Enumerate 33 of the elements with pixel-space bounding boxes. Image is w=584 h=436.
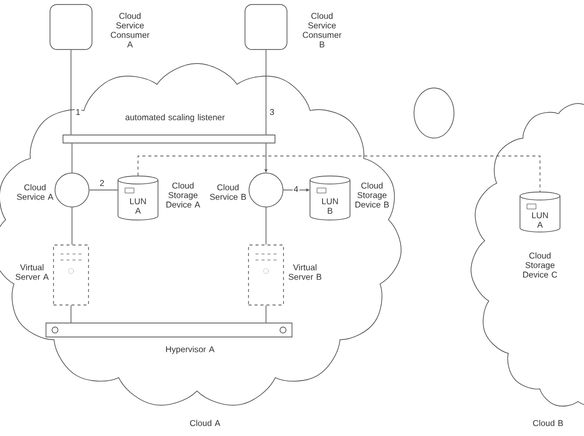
node-label: Cloud Service Consumer B (302, 12, 342, 48)
storage-cylinder: LUN A Cloud Storage Device A (118, 176, 200, 220)
node-label: LUN B (322, 198, 338, 214)
node-label: LUN A (130, 198, 146, 214)
storage-cylinder: LUN B Cloud Storage Device B (310, 176, 389, 220)
node-label: Cloud Service B (210, 184, 246, 200)
edge-label: 2 (98, 179, 106, 187)
edge-label: 3 (268, 108, 276, 116)
edge-label: 1 (74, 108, 82, 116)
connector (70, 304, 72, 323)
node-label: Cloud B (533, 420, 563, 426)
node-label: Cloud Service A (16, 184, 54, 200)
storage-cylinder: LUN A Cloud Storage Device C (520, 192, 560, 278)
listener-bar: automated scaling listener (62, 114, 276, 144)
virtual-server-box: Virtual Server A (16, 244, 89, 306)
node-label: Virtual Server A (16, 264, 49, 280)
node-label: Cloud Storage Device C (523, 252, 558, 278)
connector (138, 156, 540, 192)
node-label: LUN A (532, 212, 548, 228)
node-label: automated scaling listener (126, 114, 225, 122)
virtual-server-box: Virtual Server B (248, 244, 322, 306)
node-label: Virtual Server B (288, 264, 322, 280)
consumer-box: Cloud Service Consumer A (50, 4, 150, 50)
node-label: Cloud A (190, 420, 220, 426)
consumer-box: Cloud Service Consumer B (244, 4, 342, 50)
node-label: Cloud Storage Device A (166, 182, 200, 208)
hypervisor-bar: Hypervisor A (46, 322, 292, 354)
connector (70, 50, 72, 135)
node-label: Cloud Storage Device B (355, 182, 389, 208)
node-label: Hypervisor A (166, 346, 215, 354)
edge-label: 4 (292, 185, 300, 193)
oval (414, 88, 454, 138)
node-label: Cloud Service Consumer A (110, 12, 150, 48)
